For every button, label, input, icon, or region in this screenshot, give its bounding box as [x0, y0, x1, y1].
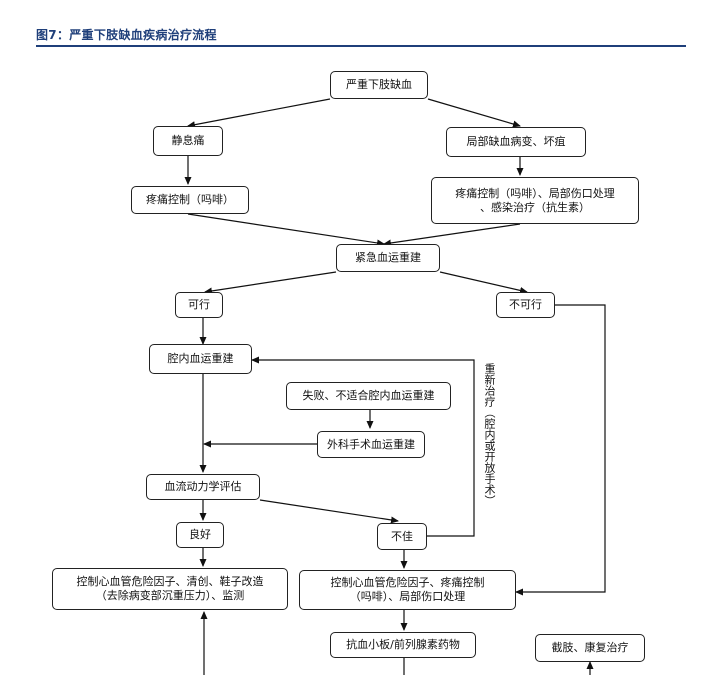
node-poor: 不佳 — [377, 523, 427, 550]
node-pain-control: 疼痛控制（吗啡） — [131, 186, 249, 214]
node-tissue-loss: 局部缺血病变、坏疽 — [446, 127, 586, 157]
node-risk-control-poor: 控制心血管危险因子、疼痛控制 （吗啡）、局部伤口处理 — [299, 570, 516, 610]
edge-painwound-emergency — [383, 223, 521, 247]
edge-paincontrol-emergency — [187, 213, 385, 247]
title-divider — [36, 45, 686, 47]
retreatment-label: 重新治疗（腔内或开放手术） — [483, 363, 496, 506]
node-fail-unsuitable: 失败、不适合腔内血运重建 — [286, 382, 451, 410]
node-not-feasible: 不可行 — [496, 292, 555, 318]
figure-title: 图7：严重下肢缺血疾病治疗流程 — [36, 28, 217, 42]
node-risk-control-good: 控制心血管危险因子、清创、鞋子改造 （去除病变部沉重压力）、监测 — [52, 568, 288, 610]
node-good: 良好 — [176, 522, 224, 548]
edge-notfeasible-riskpoor — [515, 304, 606, 596]
node-hemo-assessment: 血流动力学评估 — [146, 474, 260, 500]
node-amputation: 截肢、康复治疗 — [535, 634, 645, 662]
edge-retreat-loop — [251, 356, 475, 537]
node-emergency-revasc: 紧急血运重建 — [336, 244, 440, 272]
node-antiplatelet: 抗血小板/前列腺素药物 — [330, 632, 476, 658]
edge-emergency-feasible — [204, 271, 337, 295]
node-surgical-revasc: 外科手术血运重建 — [317, 431, 425, 458]
node-rest-pain: 静息痛 — [153, 126, 223, 156]
node-feasible: 可行 — [175, 292, 223, 318]
node-pain-wound-infection: 疼痛控制（吗啡）、局部伤口处理 、感染治疗（抗生素） — [431, 177, 639, 224]
node-endo-revasc: 腔内血运重建 — [149, 344, 252, 374]
edge-clti-tissueloss — [427, 98, 521, 128]
edge-clti-restpain — [187, 98, 331, 129]
edge-emergency-notfeasible — [439, 271, 528, 294]
edge-hemo-poor — [259, 499, 399, 524]
node-clti: 严重下肢缺血 — [330, 71, 428, 99]
